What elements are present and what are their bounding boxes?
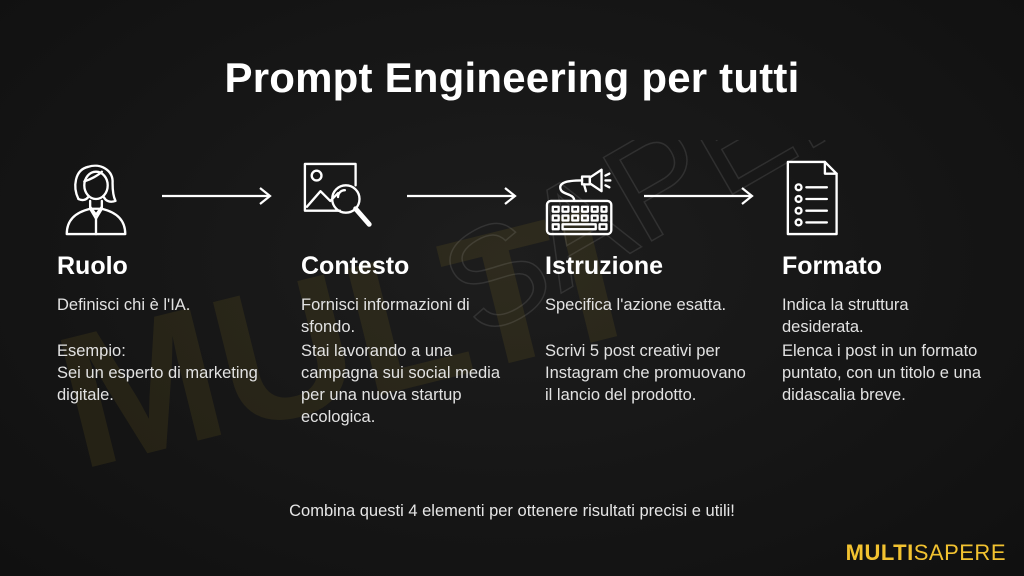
step-heading: Formato — [782, 252, 882, 280]
step-ruolo: Ruolo Definisci chi è l'IA. Esempio: Sei… — [57, 160, 277, 404]
step-heading: Contesto — [301, 252, 410, 280]
keyboard-megaphone-icon — [545, 168, 613, 236]
example-text: Stai lavorando a una campagna sui social… — [301, 342, 501, 426]
footer-caption: Combina questi 4 elementi per ottenere r… — [289, 502, 735, 520]
step-description: Definisci chi è l'IA. — [57, 296, 191, 314]
step-heading: Istruzione — [545, 252, 664, 280]
document-list-icon — [786, 160, 838, 236]
step-example: Esempio: Sei un esperto di marketing dig… — [57, 340, 267, 406]
step-istruzione: Istruzione Specifica l'azione esatta. Sc… — [545, 160, 765, 404]
example-text: Scrivi 5 post creativi per Instagram che… — [545, 342, 746, 404]
step-description: Indica la struttura desiderata. — [782, 296, 909, 336]
step-heading: Ruolo — [57, 252, 128, 280]
image-search-icon — [303, 162, 372, 227]
person-icon — [65, 164, 127, 236]
step-description: Fornisci informazioni di sfondo. — [301, 296, 470, 336]
logo-multi: MULTI — [845, 540, 914, 565]
arrow-icon — [162, 187, 272, 205]
logo-sapere: SAPERE — [913, 540, 1006, 565]
arrow-icon — [407, 187, 517, 205]
example-label: Esempio: — [57, 342, 126, 360]
step-contesto: Contesto Fornisci informazioni di sfondo… — [301, 160, 521, 426]
step-formato: Formato Indica la struttura desiderata. … — [782, 160, 1002, 404]
example-text: Elenca i post in un formato puntato, con… — [782, 342, 982, 404]
step-description: Specifica l'azione esatta. — [545, 296, 727, 314]
logo: MULTISAPERE — [846, 540, 1006, 566]
example-text: Sei un esperto di marketing digitale. — [57, 364, 258, 404]
page-title: Prompt Engineering per tutti — [224, 54, 800, 101]
arrow-icon — [644, 187, 754, 205]
